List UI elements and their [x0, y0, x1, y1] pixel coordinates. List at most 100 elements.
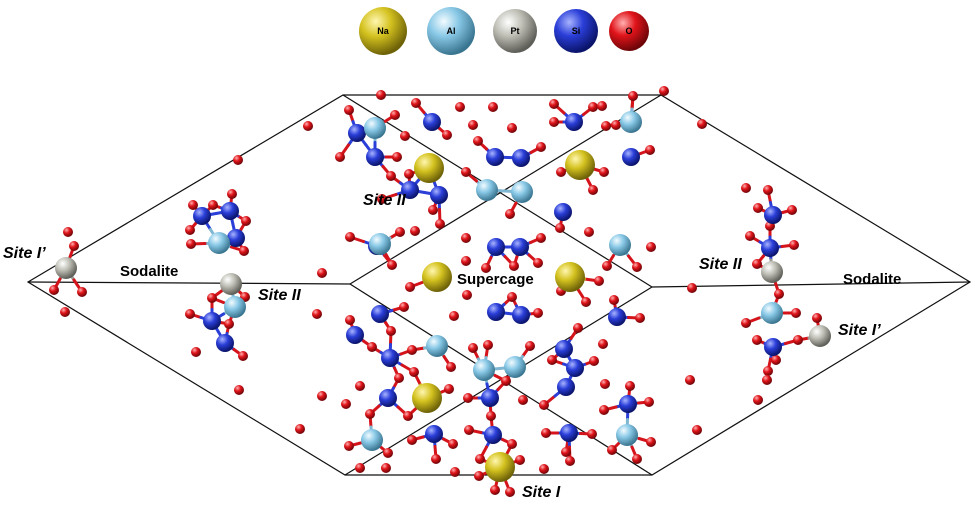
- al-atom: [616, 424, 638, 446]
- si-atom: [566, 359, 584, 377]
- label-site-i-prime-right: Site I’: [838, 322, 881, 339]
- o-atom: [367, 342, 377, 352]
- o-atom: [646, 242, 656, 252]
- cell-axis-left: [27, 281, 351, 285]
- atoms-layer: [49, 86, 831, 497]
- pt-atom: [55, 257, 77, 279]
- o-atom: [561, 447, 571, 457]
- o-atom: [233, 155, 243, 165]
- o-atom: [752, 335, 762, 345]
- o-atom: [473, 136, 483, 146]
- si-atom: [221, 202, 239, 220]
- na-atom: [422, 262, 452, 292]
- o-atom: [505, 209, 515, 219]
- o-atom: [588, 102, 598, 112]
- si-atom: [557, 378, 575, 396]
- label-sodalite-right: Sodalite: [843, 271, 901, 288]
- o-atom: [752, 259, 762, 269]
- o-atom: [646, 437, 656, 447]
- label-sodalite-left: Sodalite: [120, 263, 178, 280]
- o-atom: [475, 454, 485, 464]
- na-atom: [412, 383, 442, 413]
- si-atom: [622, 148, 640, 166]
- o-atom: [399, 302, 409, 312]
- si-atom: [512, 149, 530, 167]
- o-atom: [185, 225, 195, 235]
- o-atom: [594, 276, 604, 286]
- al-atom: [364, 117, 386, 139]
- al-atom: [476, 179, 498, 201]
- si-atom: [555, 340, 573, 358]
- o-atom: [762, 375, 772, 385]
- o-atom: [208, 200, 218, 210]
- o-atom: [341, 399, 351, 409]
- o-atom: [507, 439, 517, 449]
- si-atom: [366, 148, 384, 166]
- o-atom: [446, 362, 456, 372]
- o-atom: [462, 290, 472, 300]
- o-atom: [745, 231, 755, 241]
- o-atom: [533, 308, 543, 318]
- si-atom: [348, 124, 366, 142]
- o-atom: [539, 464, 549, 474]
- o-atom: [386, 326, 396, 336]
- si-atom: [481, 389, 499, 407]
- o-atom: [625, 381, 635, 391]
- si-atom: [425, 425, 443, 443]
- o-atom: [455, 102, 465, 112]
- o-atom: [501, 376, 511, 386]
- o-atom: [411, 98, 421, 108]
- o-atom: [410, 226, 420, 236]
- o-atom: [387, 260, 397, 270]
- o-atom: [589, 356, 599, 366]
- si-atom: [193, 207, 211, 225]
- o-atom: [365, 409, 375, 419]
- o-atom: [518, 395, 528, 405]
- o-atom: [335, 152, 345, 162]
- si-atom: [512, 306, 530, 324]
- o-atom: [584, 227, 594, 237]
- al-atom: [369, 233, 391, 255]
- o-atom: [753, 203, 763, 213]
- o-atom: [549, 99, 559, 109]
- o-atom: [486, 411, 496, 421]
- cell-edge-lower-2: [344, 286, 653, 476]
- na-atom: [485, 452, 515, 482]
- label-site-i: Site I: [522, 484, 561, 501]
- na-atom-swatch: [359, 7, 407, 55]
- si-atom: [484, 426, 502, 444]
- al-atom: [504, 356, 526, 378]
- si-atom-swatch: [554, 9, 598, 53]
- o-atom: [687, 283, 697, 293]
- o-atom: [392, 152, 402, 162]
- o-atom: [741, 183, 751, 193]
- o-atom: [597, 101, 607, 111]
- o-atom: [515, 455, 525, 465]
- o-atom: [645, 145, 655, 155]
- si-atom: [761, 239, 779, 257]
- o-atom: [533, 258, 543, 268]
- o-atom: [344, 441, 354, 451]
- o-atom: [771, 355, 781, 365]
- o-atom: [239, 246, 249, 256]
- si-atom: [764, 338, 782, 356]
- si-atom: [487, 303, 505, 321]
- legend-item-pt: Pt: [493, 9, 537, 53]
- legend-item-o: O: [609, 11, 649, 51]
- o-atom: [395, 227, 405, 237]
- o-atom: [588, 185, 598, 195]
- o-atom: [188, 200, 198, 210]
- o-atom: [601, 121, 611, 131]
- label-site-ii-left: Site II: [258, 287, 301, 304]
- o-atom: [403, 411, 413, 421]
- o-atom: [431, 454, 441, 464]
- legend-item-si: Si: [554, 9, 598, 53]
- si-atom: [487, 238, 505, 256]
- o-atom: [793, 335, 803, 345]
- o-atom: [450, 467, 460, 477]
- pt-atom-swatch: [493, 9, 537, 53]
- o-atom: [207, 293, 217, 303]
- o-atom: [555, 223, 565, 233]
- legend-item-al: Al: [427, 7, 475, 55]
